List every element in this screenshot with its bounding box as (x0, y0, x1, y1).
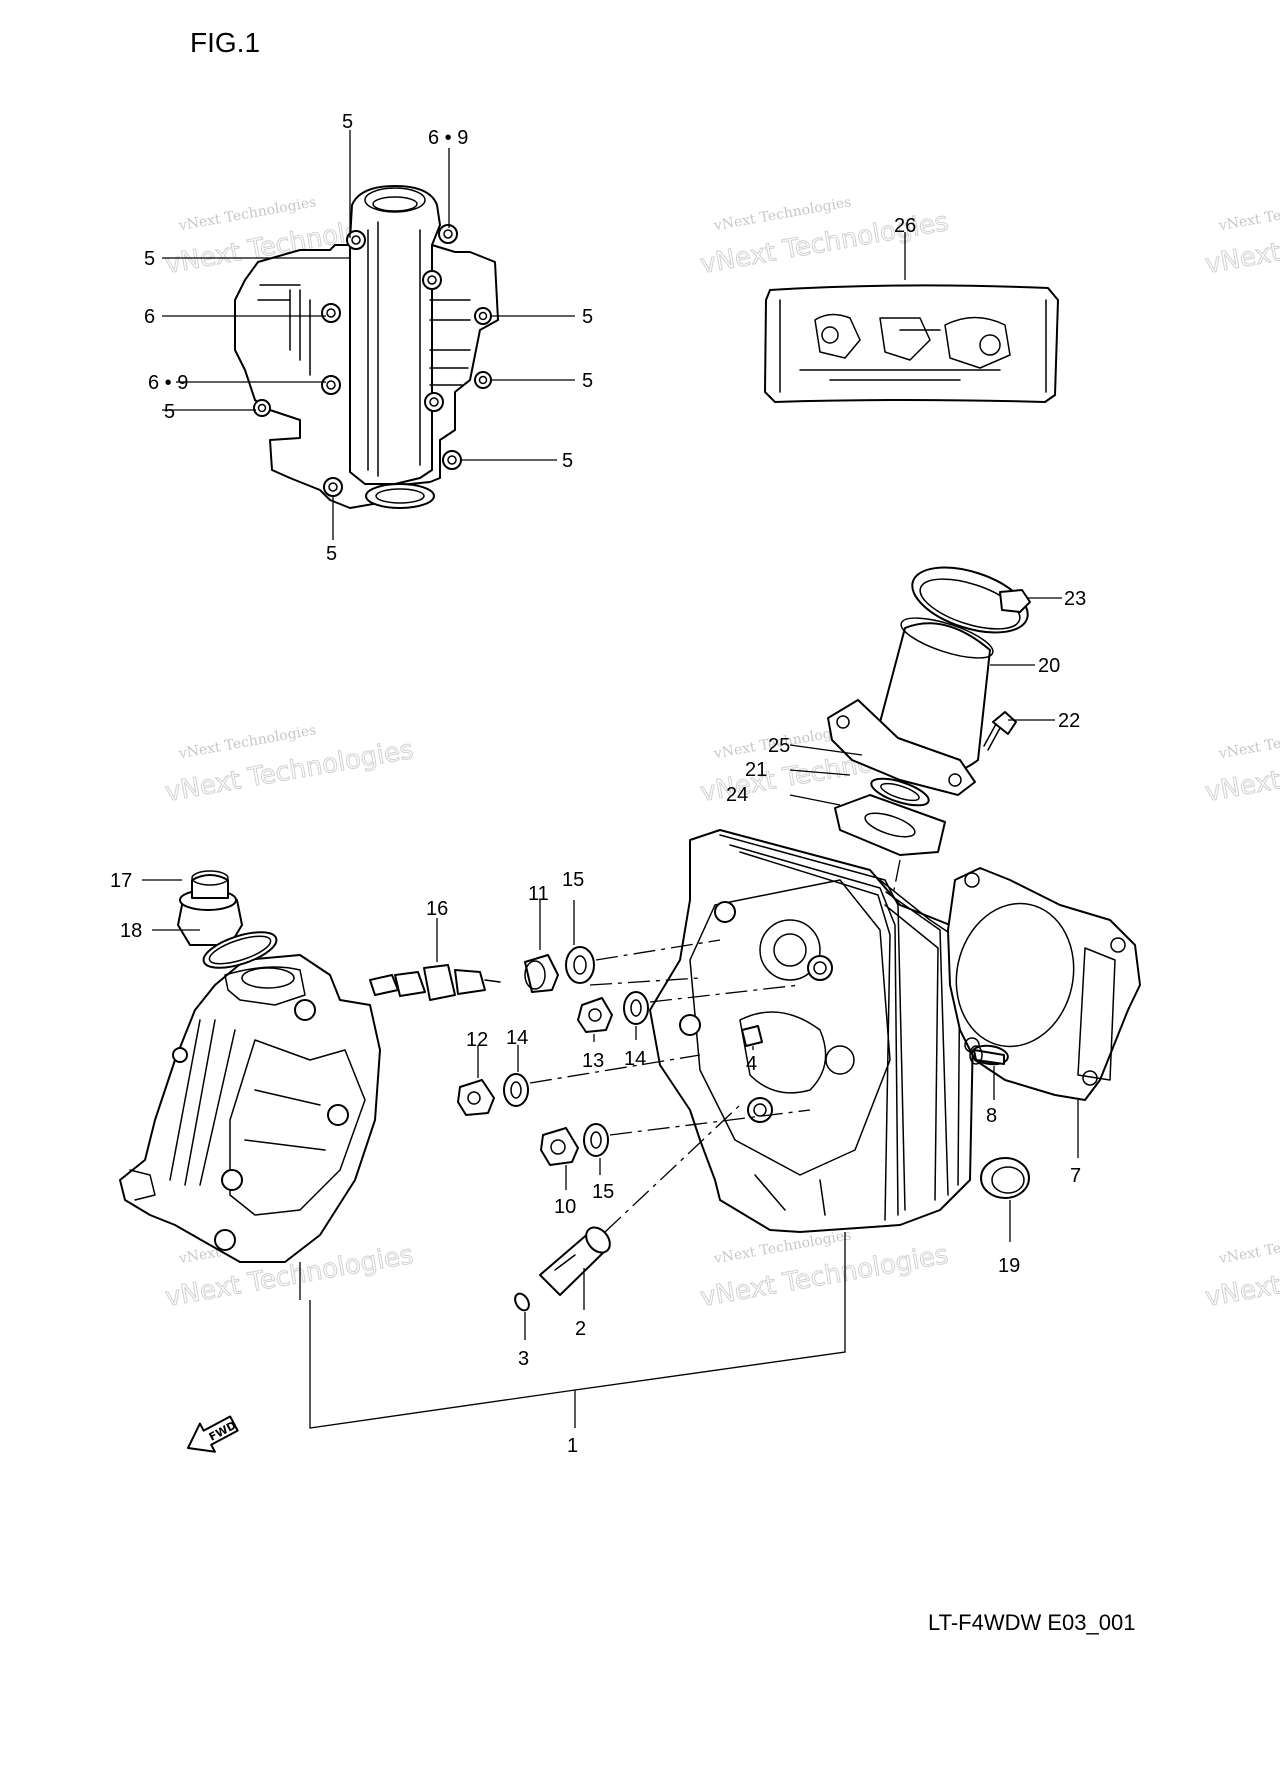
callout-label: 25 (768, 735, 790, 757)
callout-label: 13 (582, 1050, 604, 1072)
callout-label: 1 (567, 1435, 578, 1457)
callout-label: 12 (466, 1029, 488, 1051)
watermark-text: vNext Technologies (1217, 1227, 1280, 1267)
inset-callout-labels: 5 6 • 9 5 6 5 6 • 9 5 5 5 5 (144, 111, 593, 565)
callout-label: 6 • 9 (428, 127, 468, 149)
callout-label: 3 (518, 1348, 529, 1370)
assembly-bracket: 1 (309, 1232, 846, 1457)
callout-label: 5 (562, 450, 573, 472)
callout-label: 2 (575, 1318, 586, 1340)
figure-code: LT-F4WDW E03_001 (928, 1610, 1135, 1635)
spark-plug: 16 (369, 898, 501, 1001)
callout-label: 24 (726, 784, 748, 806)
cylinder-head-cover (119, 954, 381, 1300)
callout-label: 6 • 9 (148, 372, 188, 394)
callout-label: 18 (120, 920, 142, 942)
callout-label: 5 (582, 370, 593, 392)
fasteners: 11 15 13 14 12 14 4 (457, 869, 811, 1370)
callout-label: 5 (326, 543, 337, 565)
intake-pipe-assembly: 23 20 22 25 21 24 (726, 566, 1086, 961)
callout-label: 10 (554, 1196, 576, 1218)
figure-title: FIG.1 (190, 27, 260, 58)
callout-label: 14 (624, 1048, 646, 1070)
callout-label: 22 (1058, 710, 1080, 732)
callout-label: 5 (144, 248, 155, 270)
callout-label: 6 (144, 306, 155, 328)
dowel-pin: 8 (969, 1044, 1009, 1127)
callout-label: 15 (592, 1181, 614, 1203)
watermark-text: vNext Technologies (1217, 722, 1280, 762)
callout-label: 26 (894, 215, 916, 237)
cylinder-head (649, 829, 976, 1233)
gasket-set-bag: 26 (764, 215, 1059, 403)
callout-label: 14 (506, 1027, 528, 1049)
callout-label: 17 (110, 870, 132, 892)
watermark: vNext Technologies vNext Technologies (1203, 722, 1280, 808)
callout-label: 4 (746, 1053, 757, 1075)
callout-label: 5 (164, 401, 175, 423)
plug-cap: 19 (980, 1157, 1030, 1277)
callout-label: 11 (528, 883, 549, 905)
callout-label: 8 (986, 1105, 997, 1127)
callout-label: 19 (998, 1255, 1020, 1277)
watermark-text: vNext Technologies (1217, 194, 1280, 234)
callout-label: 16 (426, 898, 448, 920)
inset-cylinder-head-top-view (234, 185, 499, 509)
callout-label: 15 (562, 869, 584, 891)
callout-label: 21 (745, 759, 767, 781)
watermark: vNext Technologies vNext Technologies (1203, 194, 1280, 280)
callout-label: 5 (342, 111, 353, 133)
watermark: vNext Technologies vNext Technologies (163, 722, 417, 808)
callout-label: 20 (1038, 655, 1060, 677)
oil-filler-cap: 17 18 (110, 870, 278, 969)
inset-leaders (162, 130, 575, 540)
callout-label: 7 (1070, 1165, 1081, 1187)
callout-label: 23 (1064, 588, 1086, 610)
watermark: vNext Technologies vNext Technologies (1203, 1227, 1280, 1313)
callout-label: 5 (582, 306, 593, 328)
fwd-arrow-icon: FWD (187, 1415, 239, 1453)
head-gasket: 7 (947, 867, 1141, 1187)
